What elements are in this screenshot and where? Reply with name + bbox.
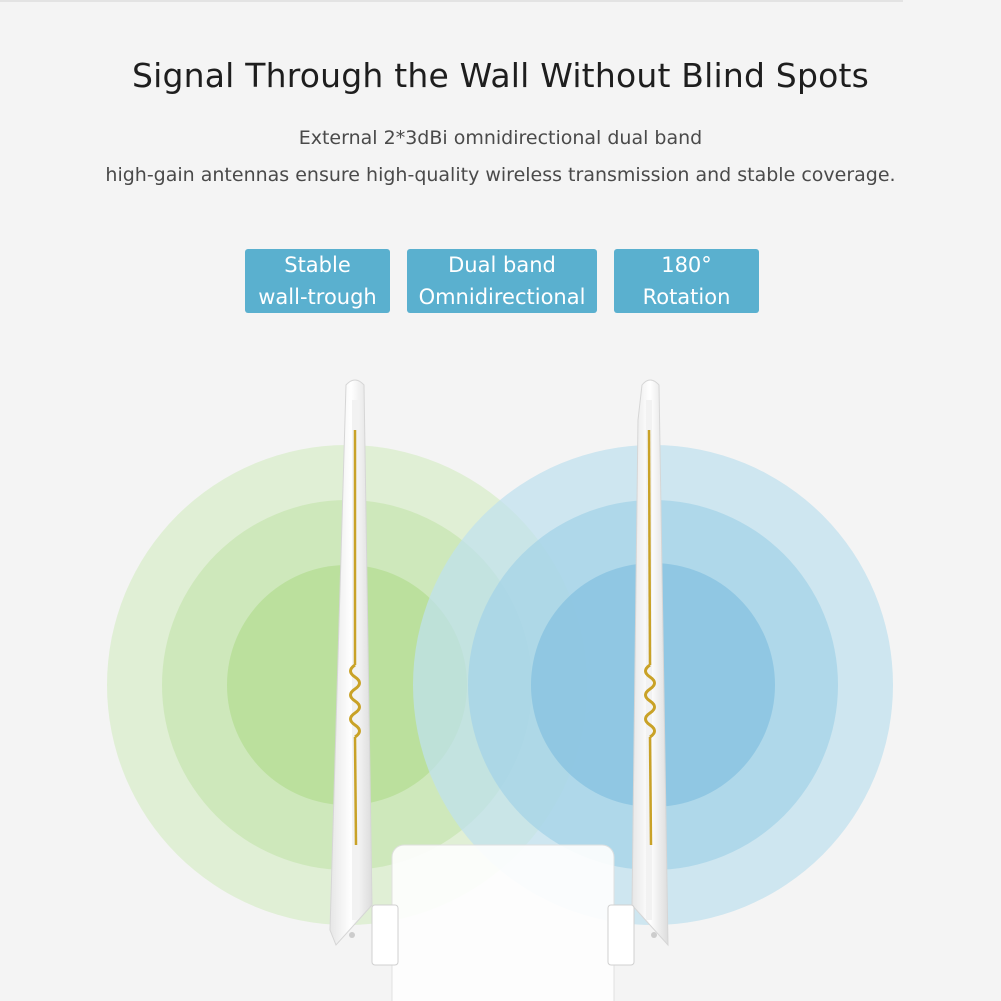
top-divider xyxy=(0,0,903,2)
feature-badge-line2: Rotation xyxy=(642,285,731,309)
description-line-2: high-gain antennas ensure high-quality w… xyxy=(105,164,896,186)
feature-badge-wall-through: Stable wall-trough xyxy=(245,249,390,313)
feature-badge-dual-band: Dual band Omnidirectional xyxy=(407,249,597,313)
feature-badge-line1: Stable xyxy=(284,253,351,277)
feature-badge-rotation: 180° Rotation xyxy=(614,249,759,313)
feature-badge-line2: wall-trough xyxy=(258,285,377,309)
description-line-1: External 2*3dBi omnidirectional dual ban… xyxy=(298,127,703,149)
router-body xyxy=(391,844,615,1001)
feature-badge-line1: 180° xyxy=(661,253,712,277)
left-antenna xyxy=(329,379,399,966)
right-antenna xyxy=(607,379,669,966)
feature-badge-line2: Omnidirectional xyxy=(418,285,586,309)
page-headline: Signal Through the Wall Without Blind Sp… xyxy=(131,56,870,95)
feature-badge-line1: Dual band xyxy=(448,253,556,277)
